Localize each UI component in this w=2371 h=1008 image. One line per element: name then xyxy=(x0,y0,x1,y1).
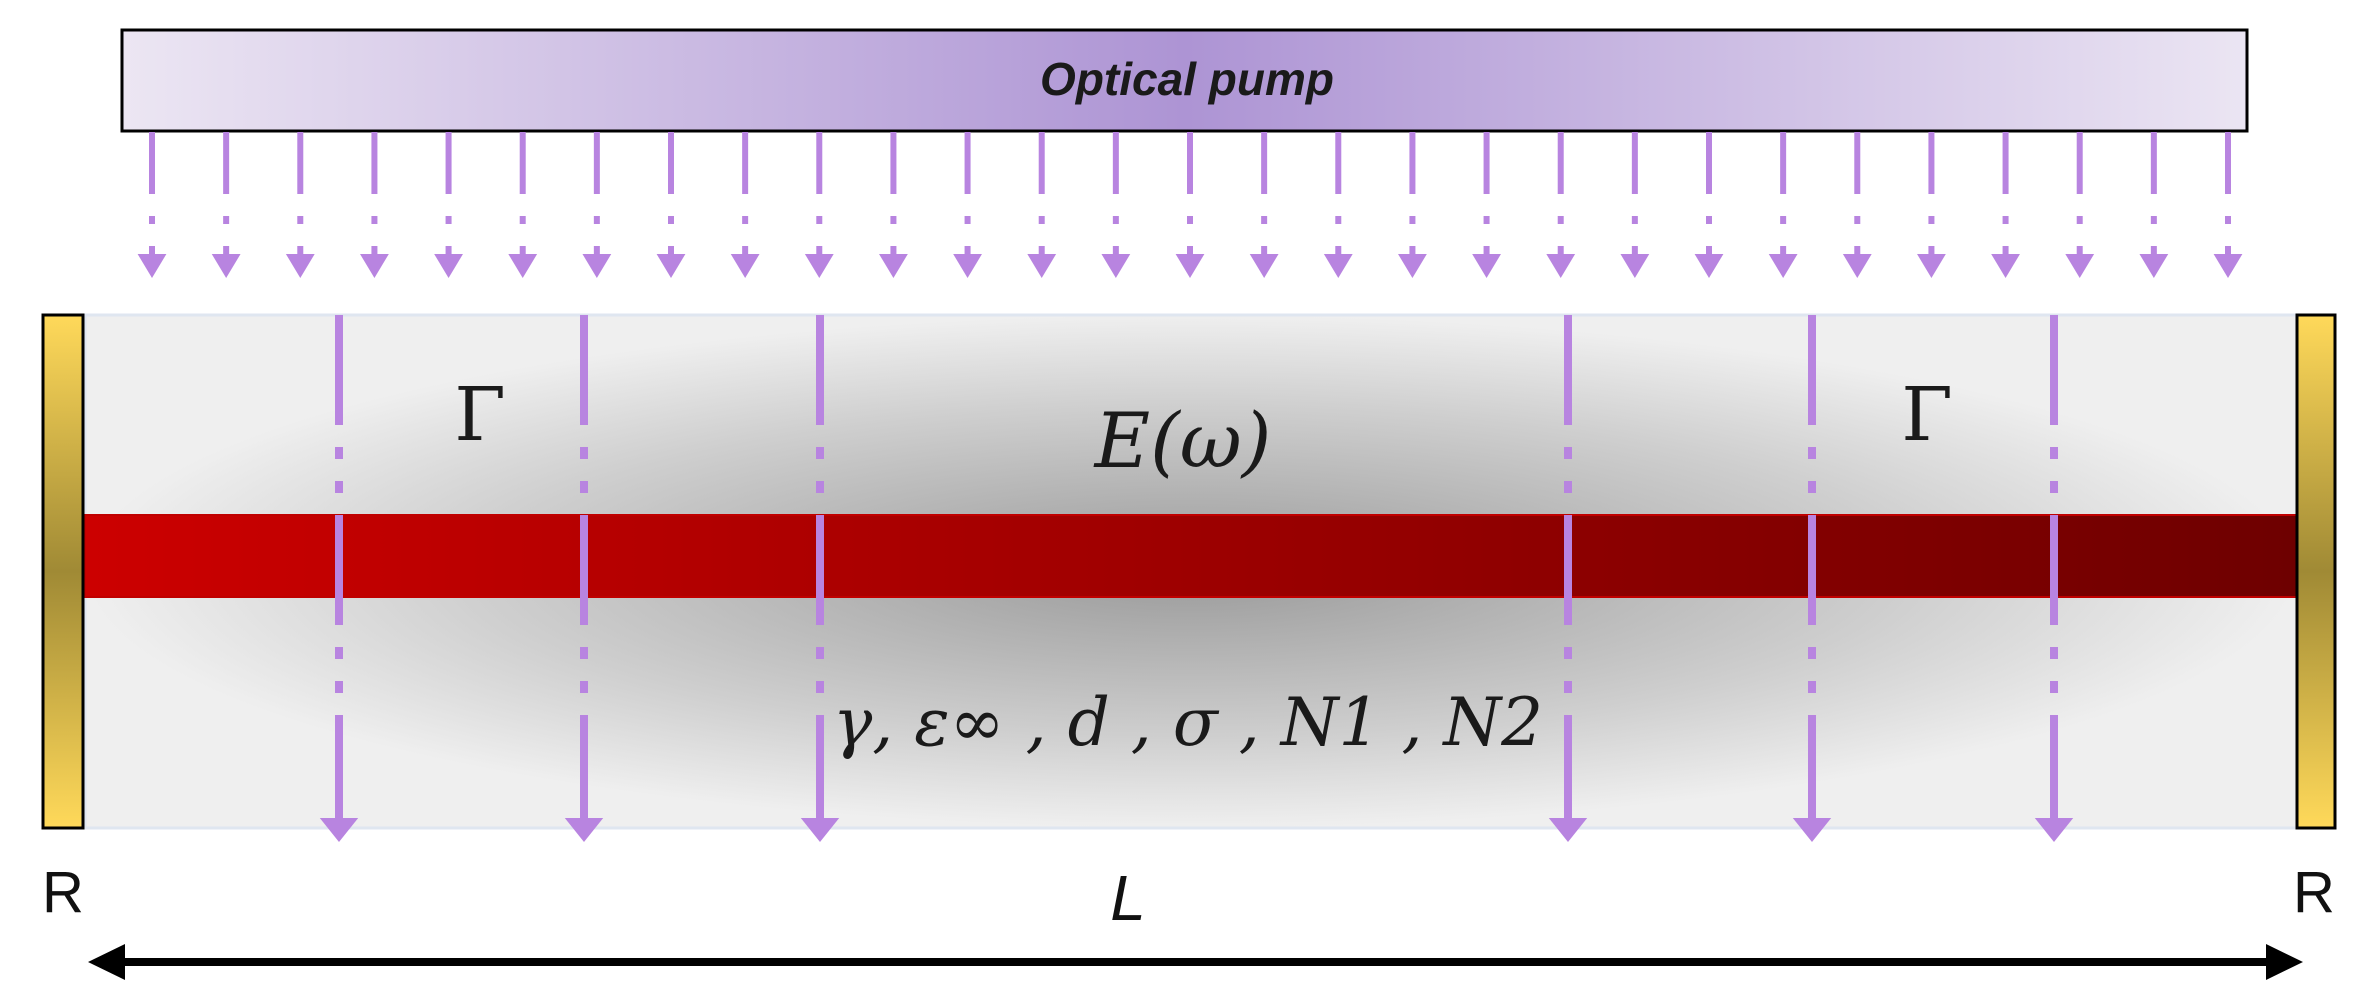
pump-arrow xyxy=(285,132,315,278)
pump-arrow xyxy=(1991,132,2020,278)
optical-pump: Optical pump xyxy=(120,28,2249,133)
field-label: E(ω) xyxy=(1093,396,1272,485)
pump-arrow xyxy=(1101,132,1131,278)
pump-arrow xyxy=(508,132,538,278)
pump-arrow xyxy=(1917,132,1946,278)
length-arrow xyxy=(88,944,2303,980)
pump-arrows xyxy=(137,132,2243,278)
length-arrow-left-head xyxy=(88,944,125,980)
cavity-pump-arrow xyxy=(1792,315,1832,842)
right-mirror xyxy=(2295,313,2337,830)
pump-arrow xyxy=(1842,132,1872,278)
length-label: L xyxy=(1110,862,1146,934)
pump-arrow xyxy=(1472,132,1501,278)
length-arrow-right-head xyxy=(2266,944,2303,980)
pump-arrow xyxy=(730,132,760,278)
mirrors xyxy=(41,313,2337,830)
pump-bar xyxy=(120,28,2249,133)
pump-arrow xyxy=(1027,132,1057,278)
pump-arrow xyxy=(1768,132,1798,278)
pump-arrow xyxy=(2139,132,2169,278)
pump-arrow xyxy=(211,132,241,278)
pump-arrow xyxy=(2065,132,2095,278)
pump-arrow xyxy=(1546,132,1576,278)
cavity-pump-arrows xyxy=(319,315,2074,842)
pump-arrow xyxy=(953,132,982,278)
cavity-pump-arrow xyxy=(319,315,359,842)
pump-arrow xyxy=(1175,132,1205,278)
left-mirror xyxy=(41,313,85,830)
left-mirror-label: R xyxy=(42,860,84,925)
pump-arrow xyxy=(137,132,167,278)
pump-arrow xyxy=(1323,132,1353,278)
pump-arrow xyxy=(1694,132,1724,278)
pump-arrow xyxy=(804,132,834,278)
cavity-pump-arrow xyxy=(564,315,604,842)
pump-arrow xyxy=(360,132,389,278)
pump-arrow xyxy=(1620,132,1650,278)
pump-arrow xyxy=(1398,132,1427,278)
pump-arrow xyxy=(582,132,612,278)
parameters-label: γ, ε∞ , d , σ , N1 , N2 xyxy=(833,684,1543,761)
pump-arrow xyxy=(434,132,463,278)
gain-label-left: Γ xyxy=(454,372,505,458)
cavity-pump-arrow xyxy=(800,315,840,842)
cavity-pump-arrow xyxy=(1548,315,1588,842)
pump-arrow xyxy=(1249,132,1279,278)
pump-arrow xyxy=(656,132,686,278)
right-mirror-label: R xyxy=(2293,860,2335,925)
pump-label: Optical pump xyxy=(1040,53,1334,105)
gain-label-right: Γ xyxy=(1901,372,1952,458)
laser-beam xyxy=(84,514,2298,598)
gain-cavity xyxy=(83,313,2299,830)
pump-arrow xyxy=(879,132,908,278)
cavity-pump-arrow xyxy=(2034,315,2074,842)
pump-arrow xyxy=(2213,132,2243,278)
